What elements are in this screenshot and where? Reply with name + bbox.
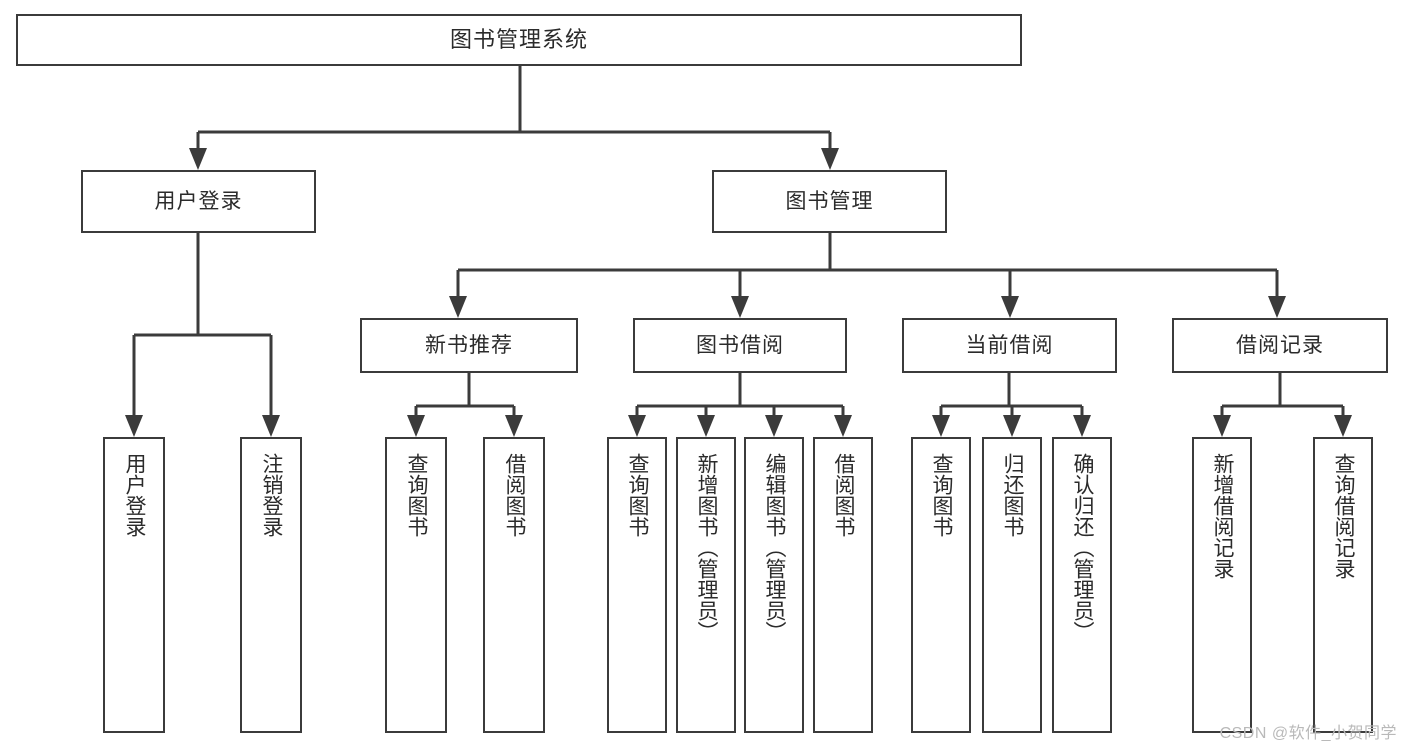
- node-leaf-5[interactable]: 新增图书（管理员）: [676, 437, 736, 733]
- node-leaf-6[interactable]: 编辑图书（管理员）: [744, 437, 804, 733]
- node-leaf-1-label: 注销登录: [260, 453, 284, 537]
- node-leaf-12-label: 查询借阅记录: [1332, 453, 1356, 579]
- node-level3-3[interactable]: 借阅记录: [1172, 318, 1388, 373]
- node-leaf-4[interactable]: 查询图书: [607, 437, 667, 733]
- node-leaf-10[interactable]: 确认归还（管理员）: [1052, 437, 1112, 733]
- node-leaf-0-label: 用户登录: [123, 453, 147, 537]
- node-leaf-7[interactable]: 借阅图书: [813, 437, 873, 733]
- node-leaf-1[interactable]: 注销登录: [240, 437, 302, 733]
- node-level3-1[interactable]: 图书借阅: [633, 318, 847, 373]
- node-level3-2[interactable]: 当前借阅: [902, 318, 1117, 373]
- node-leaf-9-label: 归还图书: [1001, 453, 1025, 537]
- node-level3-3-label: 借阅记录: [1236, 333, 1324, 357]
- node-leaf-11[interactable]: 新增借阅记录: [1192, 437, 1252, 733]
- watermark-label: CSDN @软件_小贺同学: [1219, 725, 1397, 742]
- node-leaf-2[interactable]: 查询图书: [385, 437, 447, 733]
- node-leaf-3[interactable]: 借阅图书: [483, 437, 545, 733]
- node-leaf-2-label: 查询图书: [405, 453, 429, 537]
- node-leaf-9[interactable]: 归还图书: [982, 437, 1042, 733]
- node-leaf-8[interactable]: 查询图书: [911, 437, 971, 733]
- node-root[interactable]: 图书管理系统: [16, 14, 1022, 66]
- node-level2-1-label: 图书管理: [785, 189, 874, 213]
- node-leaf-12[interactable]: 查询借阅记录: [1313, 437, 1373, 733]
- node-level3-1-label: 图书借阅: [696, 333, 784, 357]
- node-leaf-8-label: 查询图书: [930, 453, 954, 537]
- node-level2-0-label: 用户登录: [154, 189, 243, 213]
- node-leaf-0[interactable]: 用户登录: [103, 437, 165, 733]
- node-leaf-10-label: 确认归还（管理员）: [1071, 453, 1095, 642]
- node-level3-2-label: 当前借阅: [965, 333, 1054, 357]
- node-leaf-5-label: 新增图书（管理员）: [695, 453, 719, 642]
- node-leaf-3-label: 借阅图书: [503, 453, 527, 537]
- node-level2-1[interactable]: 图书管理: [712, 170, 947, 233]
- node-leaf-7-label: 借阅图书: [832, 453, 856, 537]
- node-level3-0-label: 新书推荐: [425, 333, 513, 357]
- node-level3-0[interactable]: 新书推荐: [360, 318, 578, 373]
- node-leaf-4-label: 查询图书: [626, 453, 650, 537]
- node-root-label: 图书管理系统: [449, 26, 588, 52]
- node-level2-0[interactable]: 用户登录: [81, 170, 316, 233]
- node-leaf-6-label: 编辑图书（管理员）: [763, 453, 787, 642]
- node-leaf-11-label: 新增借阅记录: [1211, 453, 1235, 579]
